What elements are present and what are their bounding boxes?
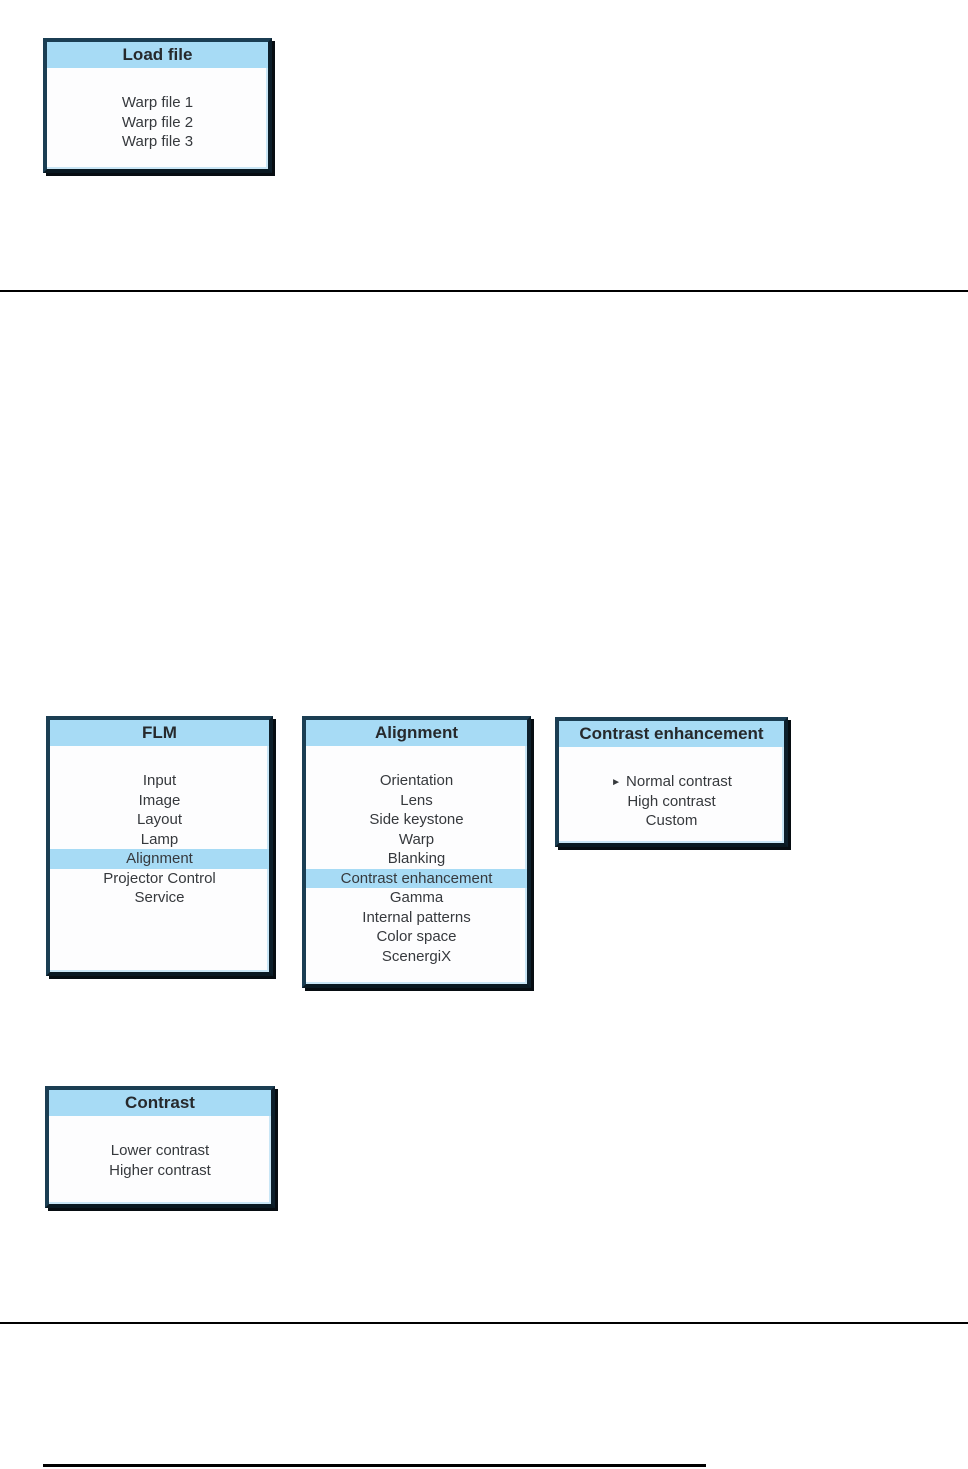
menu-item[interactable]: High contrast <box>559 792 784 812</box>
alignment-menu: Alignment Orientation Lens Side keystone… <box>302 716 531 988</box>
menu-item-label: Lamp <box>140 830 179 848</box>
menu-item[interactable]: Service <box>50 888 269 908</box>
menu-item-label: Image <box>138 791 181 809</box>
contrast-enhancement-menu-title: Contrast enhancement <box>559 721 784 747</box>
menu-item-label: ScenergiX <box>381 947 452 965</box>
menu-item[interactable]: Warp <box>306 830 527 850</box>
menu-item-label: Projector Control <box>103 869 216 887</box>
menu-item-label: Layout <box>136 811 183 828</box>
menu-item-label: Internal patterns <box>362 908 471 926</box>
menu-item-label: High contrast <box>627 792 716 810</box>
flm-menu-title: FLM <box>50 720 269 746</box>
menu-item[interactable]: ScenergiX <box>306 947 527 967</box>
menu-item-label: Custom <box>645 812 698 829</box>
menu-item-label: Side keystone <box>369 811 464 828</box>
menu-item-label: Normal contrast <box>626 773 732 790</box>
menu-item[interactable]: Projector Control <box>50 869 269 889</box>
menu-item[interactable]: Warp file 2 <box>47 113 268 133</box>
menu-item-label: Alignment <box>126 850 193 867</box>
menu-item-label: Warp file 1 <box>121 94 194 111</box>
menu-item[interactable]: Side keystone <box>306 810 527 830</box>
selected-arrow-icon: ► <box>611 776 622 788</box>
contrast-enhancement-menu-items: ► Normal contrast High contrast Custom <box>559 747 784 831</box>
menu-item[interactable]: Orientation <box>306 771 527 791</box>
alignment-menu-items: Orientation Lens Side keystone Warp Blan… <box>306 746 527 966</box>
menu-item-label: Warp <box>398 830 435 848</box>
menu-item[interactable]: Lamp <box>50 830 269 850</box>
load-file-menu: Load file Warp file 1 Warp file 2 Warp f… <box>43 38 272 173</box>
contrast-menu: Contrast Lower contrast Higher contrast <box>45 1086 275 1208</box>
menu-item[interactable]: Custom <box>559 811 784 831</box>
flm-menu: FLM Input Image Layout Lamp Alignment Pr… <box>46 716 273 976</box>
menu-item-label: Higher contrast <box>109 1161 211 1179</box>
menu-item[interactable]: Warp file 3 <box>47 132 268 152</box>
alignment-menu-title: Alignment <box>306 720 527 746</box>
menu-item-label: Orientation <box>379 772 454 789</box>
menu-item-label: Gamma <box>389 889 444 906</box>
menu-item-label: Lens <box>400 791 433 809</box>
menu-item[interactable]: Gamma <box>306 888 527 908</box>
menu-item[interactable]: Internal patterns <box>306 908 527 928</box>
menu-item[interactable]: Lens <box>306 791 527 811</box>
menu-item-label: Color space <box>376 928 457 945</box>
contrast-menu-items: Lower contrast Higher contrast <box>49 1116 271 1180</box>
section-divider-bottom <box>0 1322 968 1324</box>
footnote-rule <box>43 1464 706 1467</box>
menu-item-label: Warp file 3 <box>121 133 194 150</box>
contrast-enhancement-menu: Contrast enhancement ► Normal contrast Hi… <box>555 717 788 847</box>
menu-item[interactable]: Color space <box>306 927 527 947</box>
section-divider-top <box>0 290 968 292</box>
menu-item[interactable]: Higher contrast <box>49 1161 271 1181</box>
menu-item[interactable]: Contrast enhancement <box>306 868 527 888</box>
menu-item-label: Lower contrast <box>110 1142 210 1159</box>
menu-item[interactable]: Alignment <box>50 849 269 869</box>
menu-item[interactable]: Lower contrast <box>49 1141 271 1161</box>
menu-item-label: Contrast enhancement <box>340 869 493 887</box>
menu-item[interactable]: ► Normal contrast <box>559 772 784 792</box>
contrast-menu-title: Contrast <box>49 1090 271 1116</box>
menu-item-label: Service <box>134 889 185 906</box>
menu-item[interactable]: Warp file 1 <box>47 93 268 113</box>
menu-item[interactable]: Layout <box>50 810 269 830</box>
menu-item[interactable]: Image <box>50 791 269 811</box>
flm-menu-items: Input Image Layout Lamp Alignment Projec… <box>50 746 269 908</box>
menu-item[interactable]: Input <box>50 771 269 791</box>
menu-item-label: Input <box>142 772 177 789</box>
menu-item[interactable]: Blanking <box>306 849 527 869</box>
load-file-menu-title: Load file <box>47 42 268 68</box>
menu-item-label: Warp file 2 <box>121 113 194 131</box>
load-file-menu-items: Warp file 1 Warp file 2 Warp file 3 <box>47 68 268 152</box>
menu-item-label: Blanking <box>387 850 446 867</box>
